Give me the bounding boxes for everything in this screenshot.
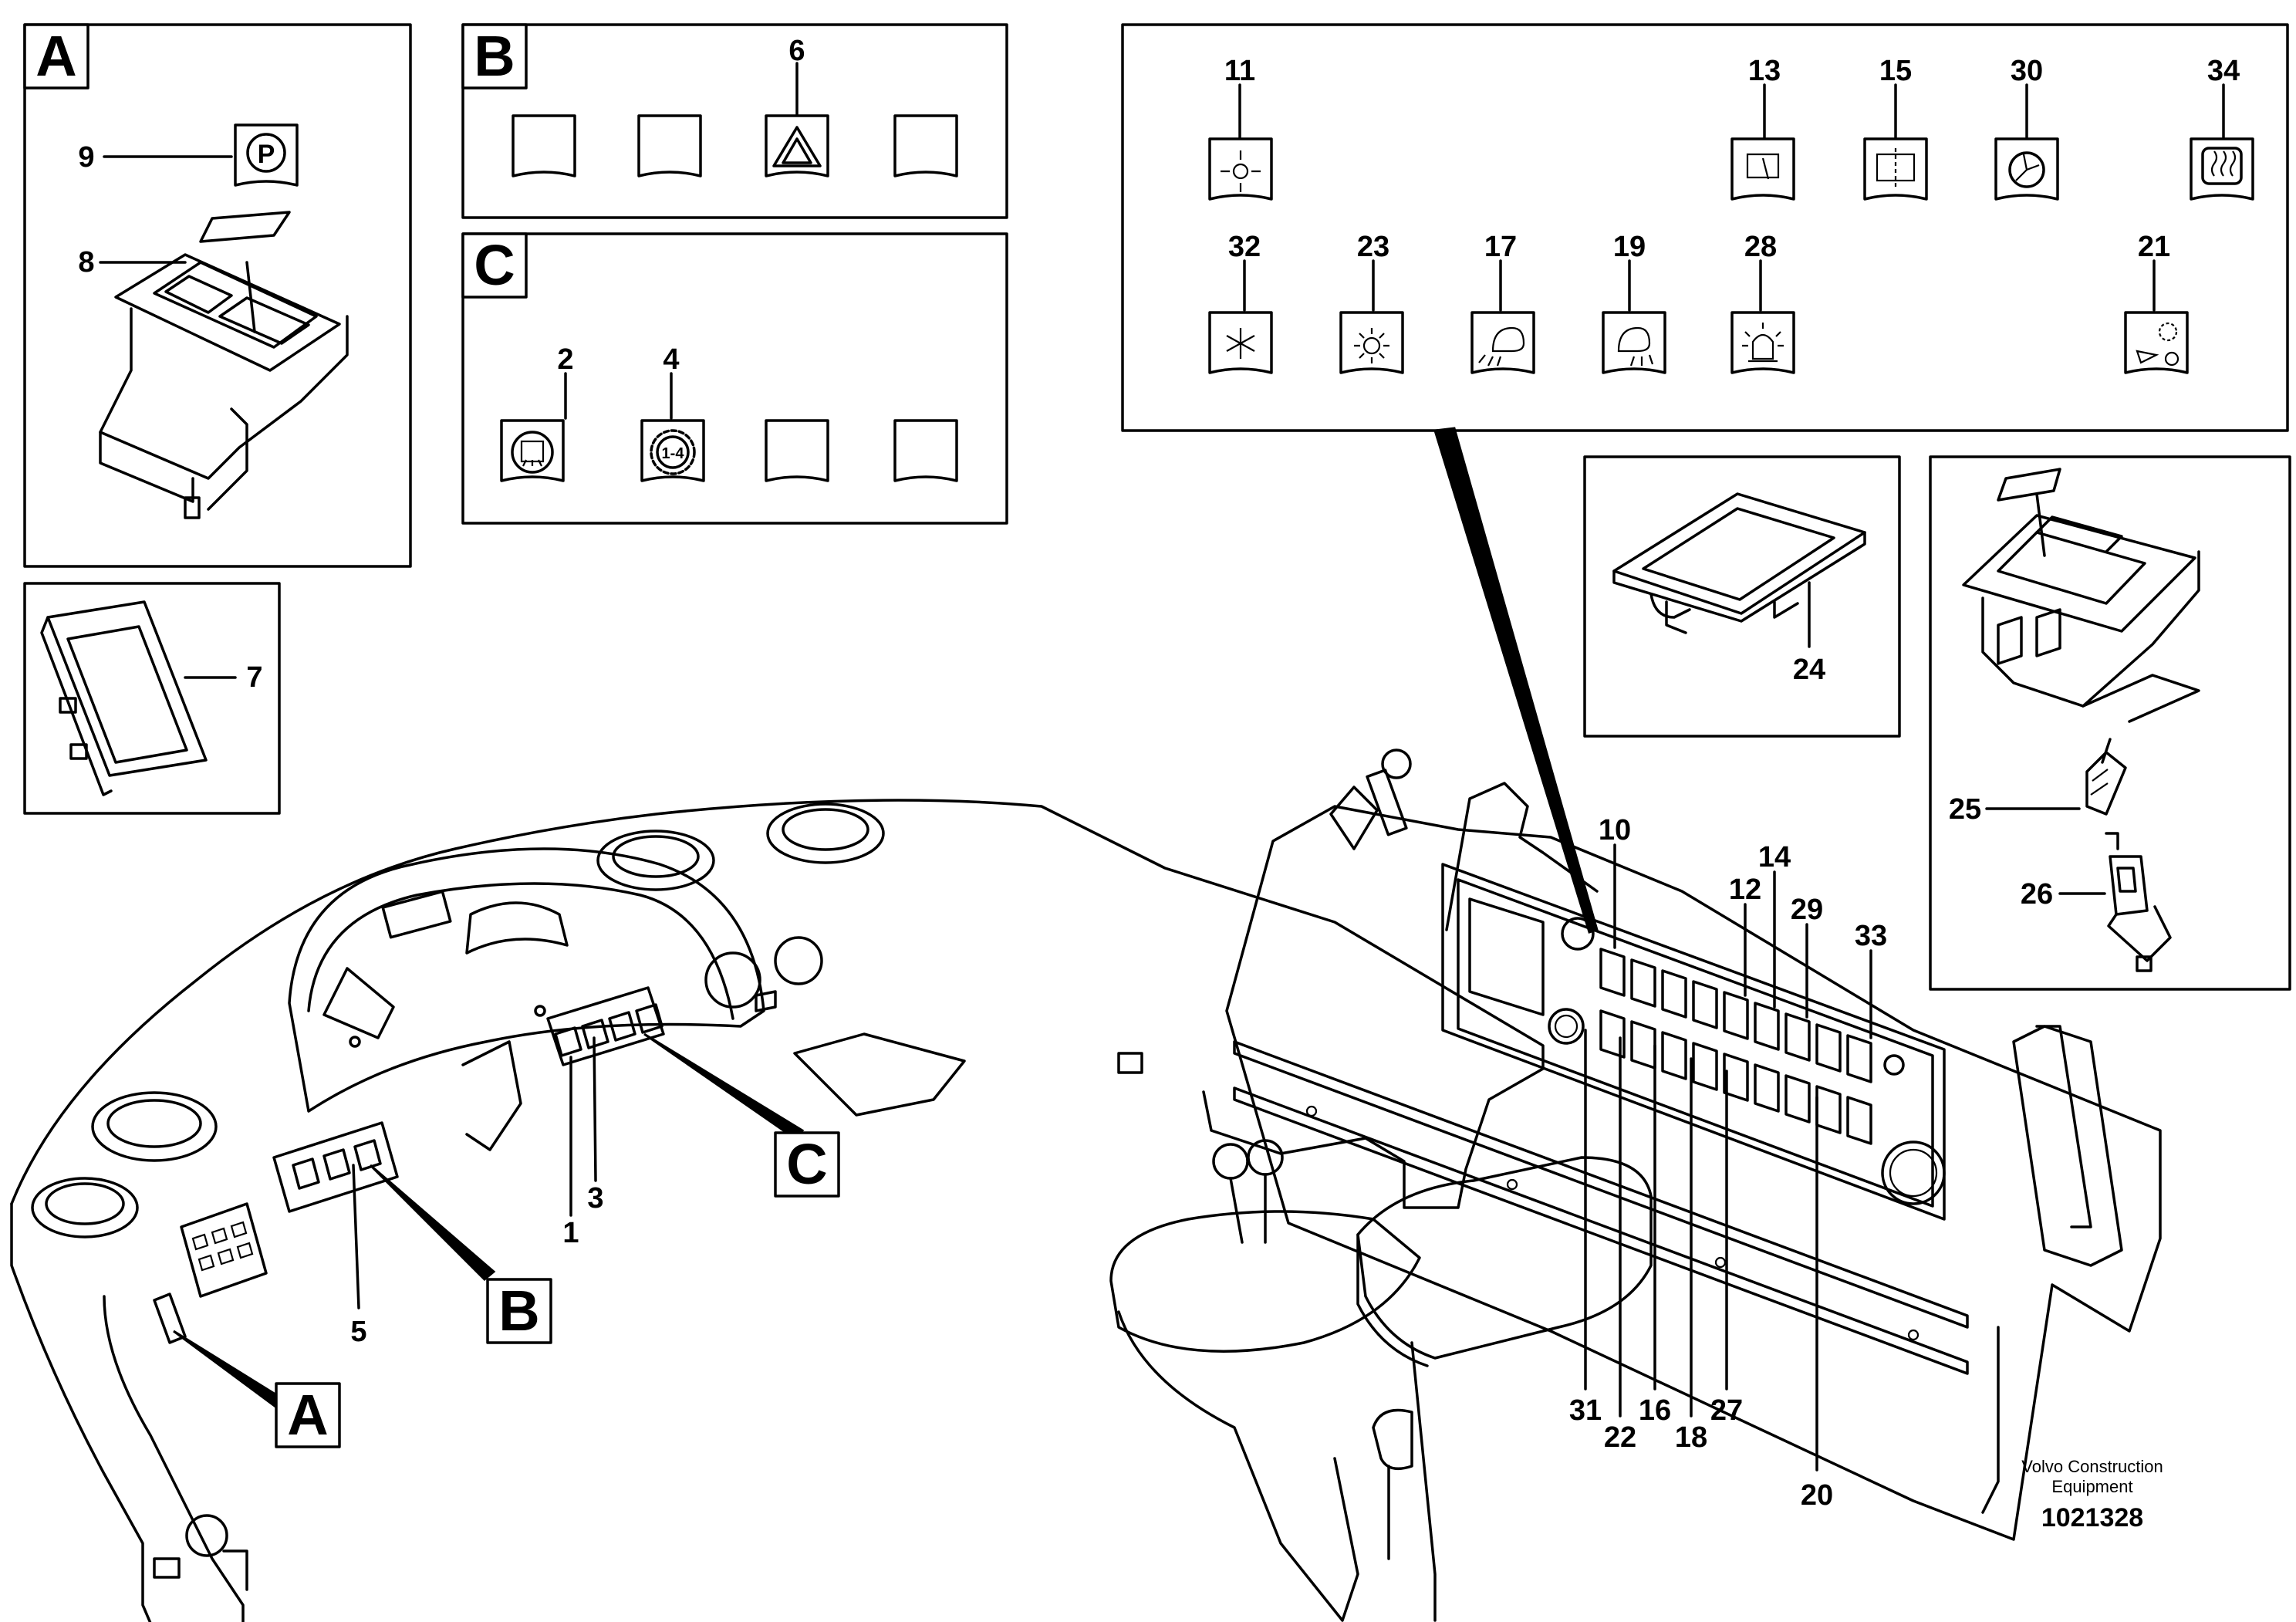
- panel-b-label: B: [474, 24, 515, 88]
- part-number-18: 18: [1675, 1421, 1707, 1454]
- panel-c-label: C: [474, 233, 515, 297]
- blank-switch-icon: [637, 114, 702, 177]
- panel-switch-connector: 25 26: [1929, 455, 2291, 991]
- steering-icon: [1994, 137, 2059, 201]
- part-number-7: 7: [246, 661, 262, 694]
- part-number-4: 4: [663, 343, 679, 376]
- part-number-16: 16: [1639, 1394, 1671, 1427]
- rotating-beacon-icon: [1730, 311, 1795, 374]
- part-number-26: 26: [2021, 878, 2053, 911]
- rear-work-light-icon: [1602, 311, 1666, 374]
- part-number-19: 19: [1613, 231, 1646, 263]
- panel-a-label: A: [35, 24, 76, 88]
- symbol-panel-pointer: [1433, 427, 1599, 934]
- panel-b: B 6: [461, 23, 1008, 219]
- part-number-2: 2: [557, 343, 573, 376]
- part-number-10: 10: [1599, 814, 1631, 846]
- fuse-icon: [2085, 738, 2127, 816]
- rear-window-heater-icon: [2190, 137, 2254, 201]
- part-number-1: 1: [562, 1217, 579, 1249]
- part-number-21: 21: [2138, 231, 2170, 263]
- symbol-panel: 11 13 15 30 34: [1121, 23, 2289, 432]
- side-console: [1109, 748, 2162, 1622]
- part-number-8: 8: [78, 246, 94, 279]
- part-number-33: 33: [1855, 920, 1887, 952]
- panel-display: 7: [23, 582, 281, 815]
- display-screen-icon: [40, 600, 208, 796]
- part-number-32: 32: [1228, 231, 1261, 263]
- part-number-20: 20: [1801, 1479, 1833, 1512]
- callout-b: B: [486, 1278, 552, 1344]
- part-number-13: 13: [1748, 55, 1781, 87]
- part-number-31: 31: [1569, 1394, 1602, 1427]
- svg-text:1-4: 1-4: [662, 445, 685, 462]
- display-module-icon: [1612, 492, 1866, 634]
- panel-display-24: 24: [1583, 455, 1901, 738]
- machine-lock-icon: [1208, 137, 1273, 201]
- callout-b-pointer: [369, 1164, 496, 1282]
- part-number-12: 12: [1729, 874, 1761, 906]
- part-number-28: 28: [1744, 231, 1777, 263]
- panel-c: C 2 1-4 4: [461, 232, 1008, 525]
- part-number-15: 15: [1879, 55, 1912, 87]
- callout-a: A: [275, 1382, 341, 1448]
- blank-switch-icon: [512, 114, 576, 177]
- blank-switch-icon: [893, 114, 958, 177]
- rocker-switch-icon: [99, 211, 349, 519]
- blank-switch-icon: [765, 419, 829, 482]
- part-number-5: 5: [350, 1316, 366, 1348]
- panel-a: A P 9 8: [23, 23, 412, 568]
- autolube-icon: [2124, 311, 2189, 374]
- hazard-warning-icon: [765, 114, 829, 177]
- company-name-line2: Equipment: [2051, 1477, 2132, 1496]
- park-brake-symbol-icon: P: [234, 123, 299, 187]
- part-number-27: 27: [1710, 1394, 1743, 1427]
- svg-text:A: A: [287, 1383, 328, 1447]
- callout-a-pointer: [173, 1330, 288, 1410]
- part-number-14: 14: [1758, 841, 1791, 874]
- rocker-switch-detail-icon: [1962, 468, 2200, 723]
- front-work-light-icon: [1470, 311, 1535, 374]
- svg-text:B: B: [498, 1279, 539, 1343]
- part-number-11: 11: [1224, 55, 1255, 87]
- callout-c-pointer: [643, 1032, 805, 1140]
- float-position-icon: [1863, 137, 1928, 201]
- blank-switch-icon: [893, 419, 958, 482]
- gear-range-icon: 1-4: [640, 419, 705, 482]
- dashboard-left: [10, 799, 1545, 1622]
- part-number-34: 34: [2207, 55, 2240, 87]
- company-name-line1: Volvo Construction: [2021, 1457, 2163, 1476]
- svg-text:C: C: [786, 1132, 827, 1196]
- drawing-footer: Volvo Construction Equipment 1021328: [2021, 1457, 2163, 1532]
- part-number-9: 9: [78, 141, 94, 174]
- part-number-30: 30: [2011, 55, 2043, 87]
- gauge-icon: [1730, 137, 1795, 201]
- differential-lock-icon: [500, 419, 565, 482]
- part-number-24: 24: [1793, 654, 1825, 686]
- work-light-icon: [1339, 311, 1404, 374]
- callout-c: C: [774, 1131, 840, 1198]
- svg-text:P: P: [258, 140, 275, 169]
- part-number-23: 23: [1357, 231, 1389, 263]
- part-number-22: 22: [1604, 1421, 1636, 1454]
- part-number-6: 6: [788, 35, 805, 67]
- air-conditioning-icon: [1208, 311, 1273, 374]
- part-number-25: 25: [1949, 793, 1981, 826]
- drawing-number: 1021328: [2041, 1503, 2143, 1532]
- part-number-29: 29: [1791, 894, 1823, 926]
- connector-icon: [2105, 832, 2172, 972]
- part-number-17: 17: [1484, 231, 1517, 263]
- part-number-3: 3: [587, 1182, 603, 1215]
